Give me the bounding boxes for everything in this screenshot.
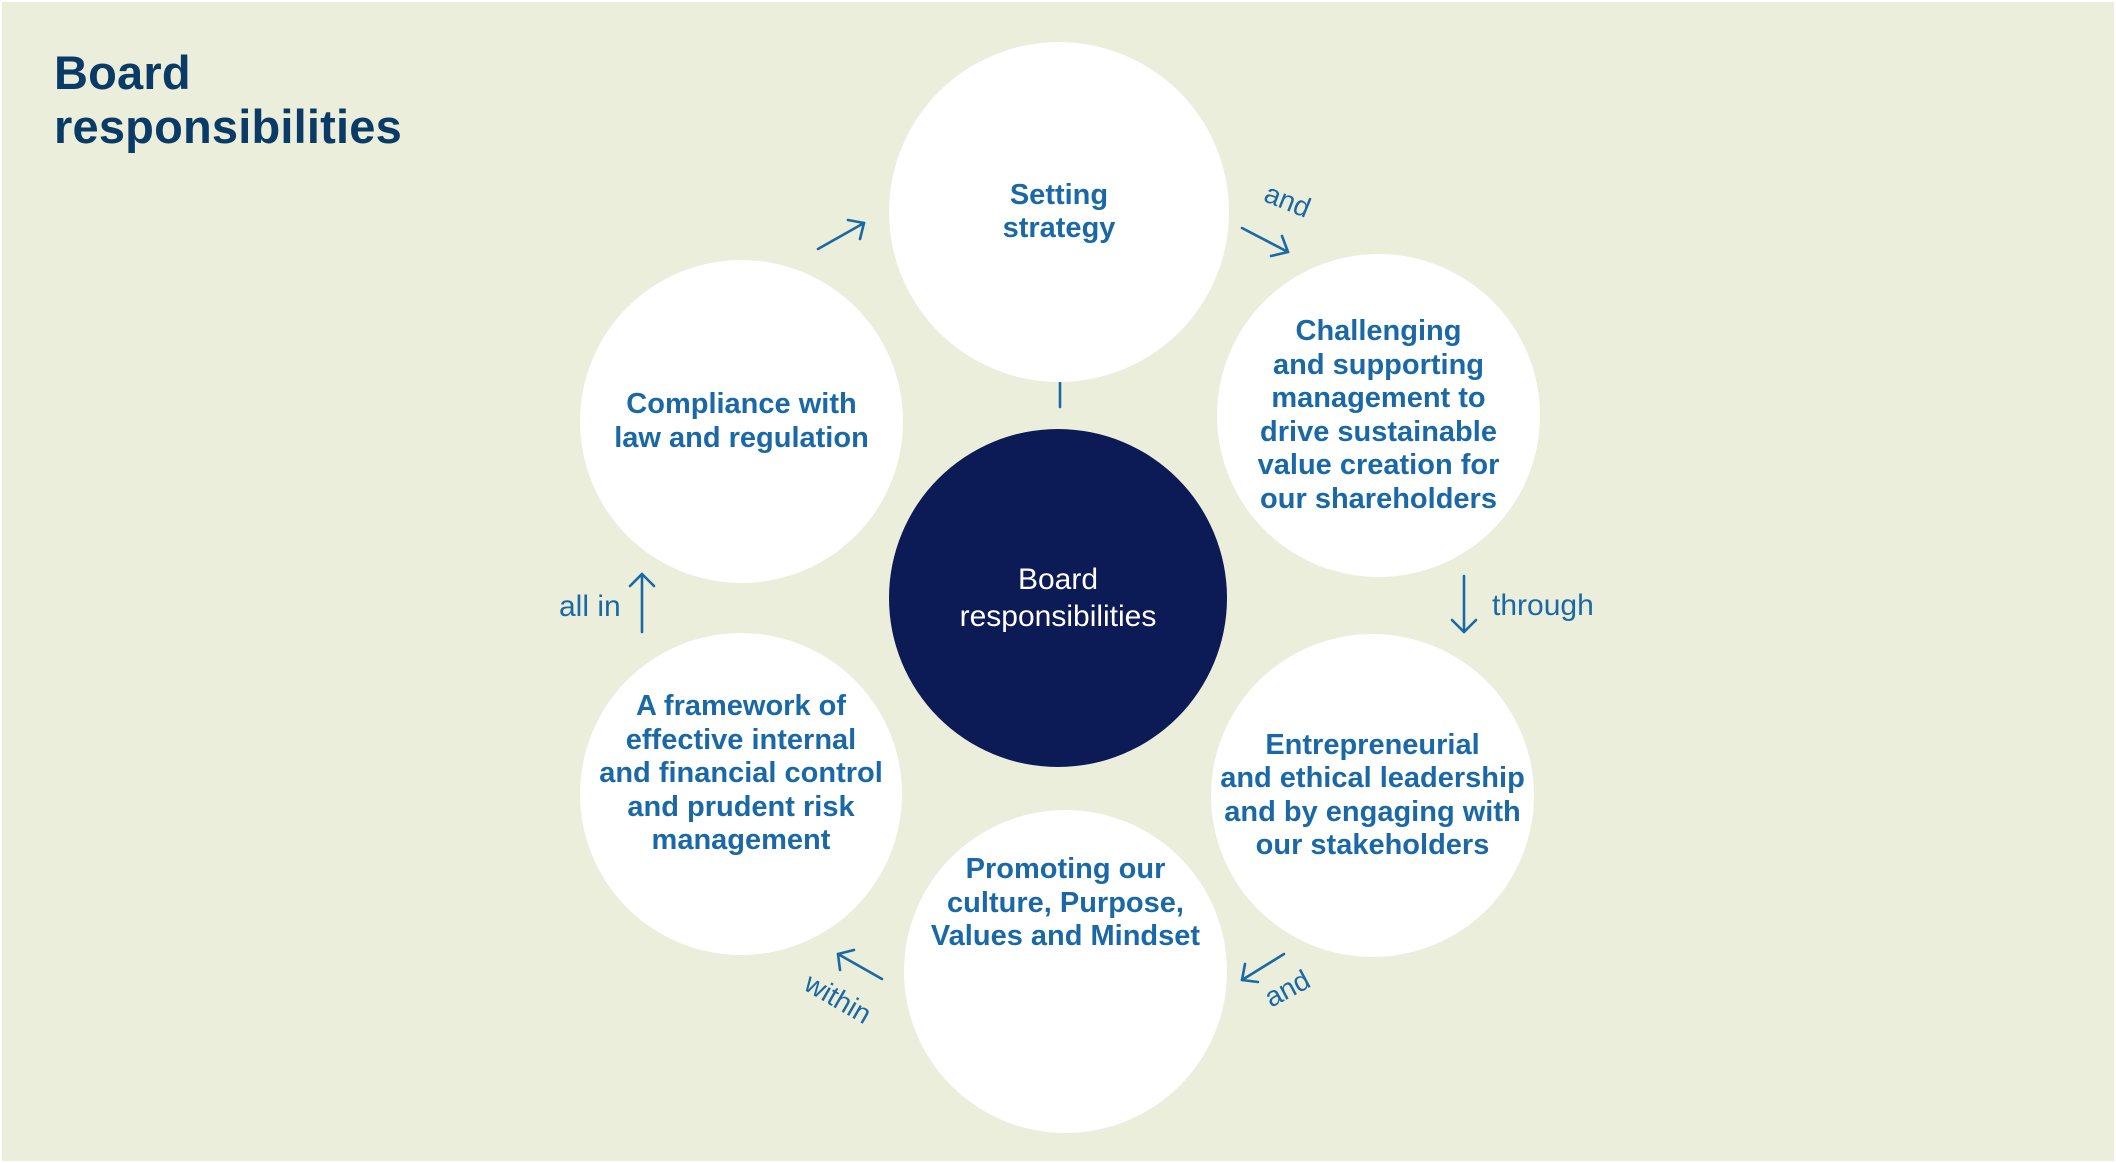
- node-line: management to: [1271, 382, 1486, 414]
- page-title: Board responsibilities: [54, 46, 402, 154]
- node-line: and supporting: [1272, 348, 1485, 381]
- node-line: drive sustainable: [1260, 415, 1497, 448]
- node-line: strategy: [1002, 212, 1116, 244]
- page-title-line-2: responsibilities: [54, 100, 402, 153]
- connector-label-through: through: [1492, 589, 1594, 622]
- center-line-2: responsibilities: [959, 600, 1157, 633]
- node-line: culture, Purpose,: [947, 886, 1184, 919]
- node-line: Values and Mindset: [930, 920, 1201, 953]
- node-line: value creation for: [1257, 449, 1500, 481]
- node-line: and financial control: [599, 757, 883, 790]
- node-line: Setting: [1009, 178, 1109, 211]
- node-challenging: Challenging and supporting management to…: [1217, 254, 1540, 577]
- arrow-up-icon: [628, 572, 656, 634]
- node-setting-strategy: Setting strategy: [889, 42, 1229, 382]
- node-line: Challenging: [1295, 315, 1462, 347]
- node-line: effective internal: [625, 723, 857, 756]
- node-framework: A framework of effective internal and fi…: [580, 633, 902, 955]
- node-line: our stakeholders: [1255, 829, 1490, 861]
- node-line: and prudent risk: [627, 790, 855, 823]
- arrow-down-right-icon: [1240, 226, 1290, 258]
- page-title-line-1: Board: [54, 46, 191, 99]
- node-line: and ethical leadership: [1220, 762, 1525, 794]
- board-responsibilities-center: Board responsibilities: [889, 429, 1227, 767]
- center-line-1: Board: [1017, 563, 1099, 596]
- connector-label-all-in: all in: [559, 590, 621, 623]
- node-line: Entrepreneurial: [1265, 728, 1480, 761]
- node-line: law and regulation: [614, 421, 869, 454]
- node-line: management: [651, 824, 831, 857]
- arrow-up-right-icon: [816, 218, 866, 251]
- node-line: our shareholders: [1260, 482, 1497, 515]
- node-line: A framework of: [635, 690, 847, 723]
- arrow-down-left-icon: [1240, 952, 1286, 984]
- node-entrepreneurial: Entrepreneurial and ethical leadership a…: [1211, 634, 1534, 957]
- node-line: and by engaging with: [1224, 795, 1521, 828]
- node-promoting: Promoting our culture, Purpose, Values a…: [904, 810, 1227, 1133]
- arrow-up-left-icon: [836, 948, 884, 981]
- arrow-down-icon: [1450, 574, 1478, 634]
- node-compliance: Compliance with law and regulation: [580, 260, 903, 583]
- node-line: Compliance with: [626, 388, 857, 420]
- node-line: Promoting our: [965, 853, 1166, 886]
